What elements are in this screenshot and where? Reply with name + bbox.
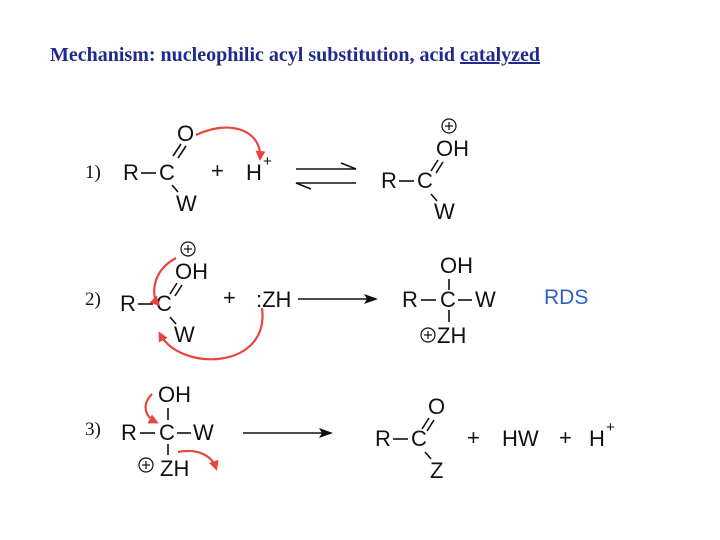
step-2-curly-arrow-carbonyl <box>149 257 177 307</box>
title-underlined-word: catalyzed <box>460 44 541 66</box>
step-1-product-W: W <box>434 199 455 224</box>
step-3-product-proton-charge: + <box>606 419 615 436</box>
step-1-proton-charge: + <box>263 153 272 170</box>
step-3-product-Z: Z <box>430 458 443 483</box>
step-3-product-O: O <box>428 394 445 419</box>
step-2-product-R: R <box>402 287 418 312</box>
step-1-reactant-R: R <box>123 160 139 185</box>
step-2-curly-arrow-nucleophile <box>158 307 264 361</box>
step-1-product-R: R <box>381 168 397 193</box>
step-3-reactant-OH: OH <box>158 382 191 407</box>
step-1-equilibrium-reverse <box>295 182 356 190</box>
step-3-reactant-charge <box>138 457 154 473</box>
step-1-product-double-bond-a <box>430 159 439 172</box>
step-2-reactant-R: R <box>120 291 136 316</box>
step-3-reactant-W: W <box>193 420 214 445</box>
step-2-reactant-OH: OH <box>175 259 208 284</box>
step-3-product-plus-2: + <box>559 425 572 450</box>
step-3-product-R: R <box>375 426 391 451</box>
step-2-product-ZH: ZH <box>437 323 466 348</box>
step-1-product-OH: OH <box>436 136 469 161</box>
step-3-product-double-bond-b <box>426 419 435 432</box>
step-2-plus: + <box>223 285 236 310</box>
step-2-bond-C-W <box>169 316 177 325</box>
step-2-number: 2) <box>85 289 101 310</box>
step-1: 1) R C O W + H + OH R C W <box>85 118 469 224</box>
step-2-product-charge <box>420 327 436 343</box>
title-prefix: Mechanism: nucleophilic acyl substitutio… <box>50 44 461 66</box>
step-1-product-bond-C-W <box>430 193 438 202</box>
step-3-product-plus-1: + <box>467 425 480 450</box>
step-3-number: 3) <box>85 419 101 440</box>
rds-label: RDS <box>544 286 588 309</box>
step-1-double-bond-a <box>172 143 182 157</box>
step-2-double-bond-a <box>169 282 178 295</box>
step-1-product-charge <box>441 118 457 134</box>
step-3-product-double-bond-a <box>421 417 430 430</box>
step-1-product-double-bond-b <box>435 161 444 174</box>
step-3: 3) OH R C W ZH O R C Z + HW + H + <box>85 382 615 483</box>
step-1-curly-arrow <box>195 126 266 161</box>
step-3-curly-arrow-oxygen <box>144 393 159 424</box>
step-1-reactant-O: O <box>177 121 194 146</box>
step-1-reactant-W: W <box>176 191 197 216</box>
step-3-product-proton: H <box>589 426 605 451</box>
step-3-product-HW: HW <box>502 426 539 451</box>
step-2-product-OH: OH <box>440 253 473 278</box>
step-1-bond-C-W <box>171 184 179 193</box>
step-3-curly-arrow-leaving-group <box>177 449 219 471</box>
step-3-product-C: C <box>411 426 427 451</box>
step-2: 2) OH R C W + :ZH OH R C W <box>85 241 588 361</box>
step-2-reactant-charge <box>180 241 196 257</box>
step-1-double-bond-b <box>177 145 187 159</box>
step-1-equilibrium-forward <box>296 162 357 170</box>
step-3-reactant-C: C <box>159 420 175 445</box>
step-1-product-C: C <box>417 168 433 193</box>
step-2-reactant-W: W <box>174 322 195 347</box>
step-2-nucleophile: :ZH <box>256 287 291 312</box>
step-2-product-C: C <box>440 287 456 312</box>
step-3-reactant-ZH: ZH <box>160 456 189 481</box>
step-3-product-bond-C-Z <box>424 451 432 460</box>
step-2-double-bond-b <box>174 284 183 297</box>
step-2-product-W: W <box>475 287 496 312</box>
step-1-proton: H <box>246 160 262 185</box>
step-1-number: 1) <box>85 162 101 183</box>
page-title: Mechanism: nucleophilic acyl substitutio… <box>50 44 670 67</box>
step-3-reactant-R: R <box>121 420 137 445</box>
step-1-reactant-C: C <box>159 160 175 185</box>
step-1-plus: + <box>211 158 224 183</box>
